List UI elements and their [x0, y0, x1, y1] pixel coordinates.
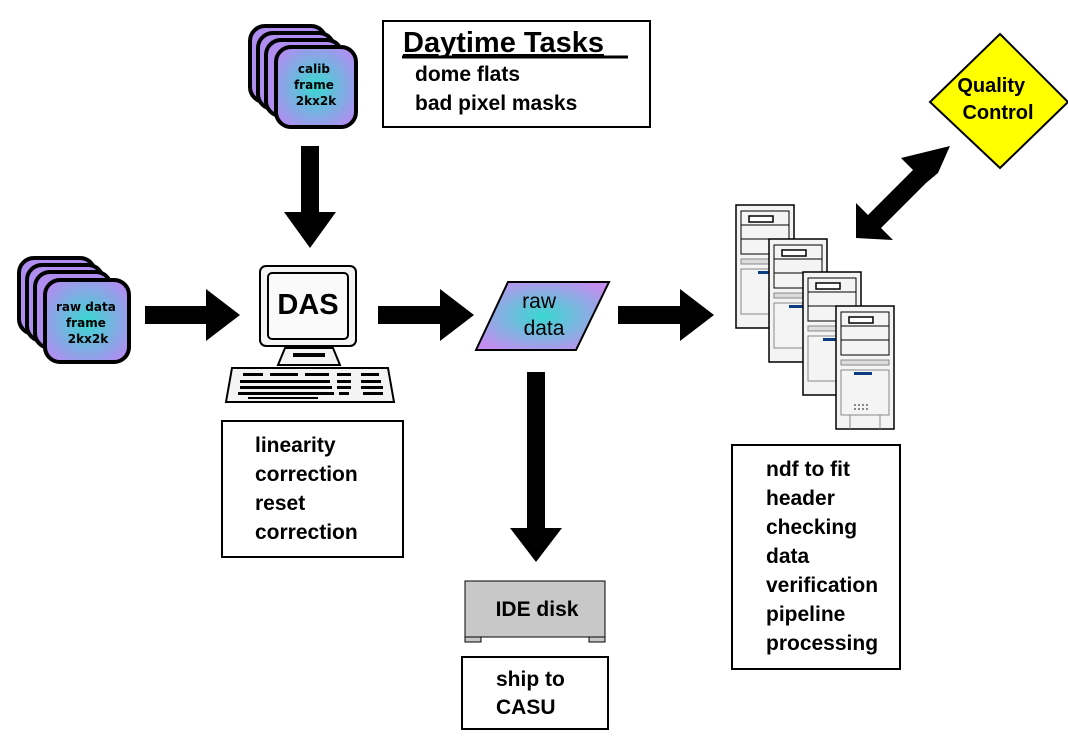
arrow-rawframe-to-das	[145, 289, 240, 341]
raw-frame-tile	[43, 278, 131, 364]
processing-notes-box: ndf to fit header checking data verifica…	[731, 444, 901, 670]
das-note-line: linearity	[255, 434, 336, 457]
das-label: DAS	[277, 289, 338, 321]
raw-data-line: raw	[522, 290, 557, 313]
arrow-servers-qc-bidirectional	[856, 146, 950, 240]
server-icon	[835, 305, 895, 430]
calib-frame-line: calib	[298, 62, 330, 76]
processing-note-line: ndf to fit	[766, 458, 850, 481]
das-computer-icon: DAS	[224, 265, 396, 403]
calib-frame-stack: calib frame 2kx2k	[248, 24, 358, 129]
das-screen	[267, 272, 349, 340]
das-notes-box: linearity correction reset correction	[221, 420, 404, 558]
ide-disk-label: IDE disk	[496, 598, 579, 621]
daytime-tasks-box: Daytime Tasks dome flats bad pixel masks	[382, 20, 651, 128]
calib-frame-line: 2kx2k	[296, 94, 337, 108]
arrow-rawdata-to-servers	[618, 289, 714, 341]
ide-disk-icon: IDE disk	[464, 580, 606, 643]
arrow-das-to-rawdata	[378, 289, 474, 341]
processing-note-line: verification	[766, 574, 878, 597]
ship-line: CASU	[496, 696, 556, 719]
processing-note-line: header	[766, 487, 835, 510]
das-note-line: correction	[255, 463, 358, 486]
qc-line: Quality	[957, 75, 1026, 97]
processing-note-line: processing	[766, 632, 878, 655]
arrow-rawdata-to-disk	[510, 372, 562, 562]
svg-text:raw data: raw data	[522, 290, 565, 340]
svg-text:linearity correction: linearity correction reset correction	[255, 434, 364, 544]
quality-control-diamond: Quality Control	[928, 32, 1068, 170]
svg-text:ndf to fit header: ndf to fit header checking data verifica…	[766, 458, 884, 655]
raw-frame-stack: raw data frame 2kx2k	[17, 256, 131, 364]
raw-frame-line: frame	[66, 316, 106, 330]
svg-text:Quality Control: Quality Control	[957, 75, 1033, 124]
raw-frame-line: raw data	[56, 300, 116, 314]
processing-note-line: checking	[766, 516, 857, 539]
calib-frame-line: frame	[294, 78, 334, 92]
raw-data-line: data	[524, 317, 565, 340]
raw-frame-line: 2kx2k	[68, 332, 109, 346]
das-note-line: reset	[255, 492, 305, 515]
das-note-line: correction	[255, 521, 358, 544]
daytime-task-item: bad pixel masks	[415, 92, 577, 115]
qc-line: Control	[962, 102, 1033, 124]
raw-data-parallelogram: raw data	[474, 281, 611, 351]
svg-text:raw data frame 2kx: raw data frame 2kx2k	[56, 300, 120, 346]
calib-frame-tile	[274, 45, 358, 129]
svg-text:calib frame 2kx2k: calib frame 2kx2k	[294, 62, 338, 108]
arrow-calib-to-das	[284, 146, 336, 248]
server-stack	[735, 204, 895, 430]
daytime-tasks-title: Daytime Tasks	[403, 27, 604, 59]
processing-note-line: pipeline	[766, 603, 845, 626]
ship-box: ship to CASU	[461, 656, 609, 730]
svg-text:ship to CASU: ship to CASU	[496, 668, 571, 719]
processing-note-line: data	[766, 545, 810, 568]
ship-line: ship to	[496, 668, 565, 691]
daytime-task-item: dome flats	[415, 63, 520, 86]
